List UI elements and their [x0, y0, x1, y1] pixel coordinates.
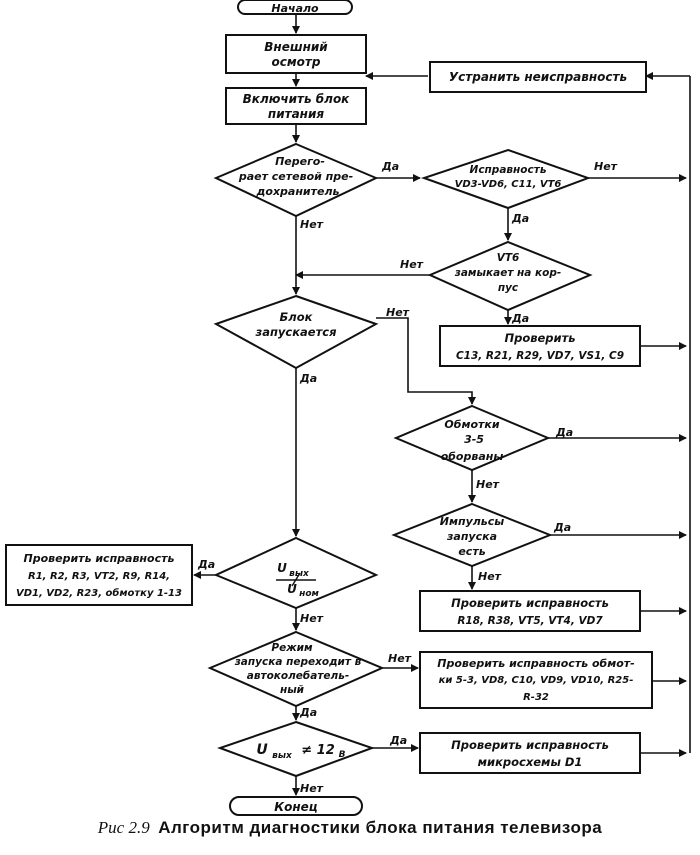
end-label: Конец: [274, 800, 317, 814]
branch-no-fuse: Нет: [300, 218, 324, 231]
vt6-short-line-1: VT6: [497, 252, 520, 264]
vt6-short-line-3: пус: [498, 282, 519, 294]
vt6-short-line-2: замыкает на кор-: [454, 267, 562, 279]
external-inspection-box: [225, 34, 367, 74]
start-mode-line-3: автоколебатель-: [247, 670, 350, 682]
power-on-box: [225, 87, 367, 125]
check-r1-line-3: VD1, VD2, R23, обмотку 1-13: [16, 587, 182, 599]
fuse-blown-line-2: рает сетевой пре-: [238, 170, 353, 183]
u-ne-12-formula: U вых ≠ 12 В: [256, 742, 345, 761]
u-ratio-slash: [291, 572, 301, 587]
u-nom-symbol: U: [287, 582, 297, 596]
external-inspection-line-2: осмотр: [272, 55, 321, 69]
check-r18-line-2: R18, R38, VT5, VT4, VD7: [457, 615, 603, 627]
u-out-symbol: U: [277, 561, 287, 575]
start-mode-diamond: [207, 630, 385, 708]
branch-yes-windings: Да: [555, 426, 573, 439]
u-ne-12-unit: В: [339, 750, 346, 760]
check-c13-box: [439, 325, 641, 367]
check-winding-box: [419, 651, 653, 709]
check-c13-line-2: C13, R21, R29, VD7, VS1, C9: [456, 350, 624, 362]
branch-yes-fuse: Да: [381, 160, 399, 173]
windings-broken-diamond: [393, 404, 551, 472]
fix-fault-label: Устранить неисправность: [449, 70, 627, 84]
check-c13-line-1: Проверить: [504, 331, 575, 345]
check-chip-box: [419, 732, 641, 774]
shapes: [5, 0, 653, 816]
branch-no-u-ne-12: Нет: [300, 782, 324, 795]
check-chip-line-2: микросхемы D1: [478, 755, 583, 769]
check-winding-line-3: R-32: [523, 692, 549, 703]
start-mode-line-4: ный: [280, 684, 305, 696]
u-ne-12-value: ≠ 12: [301, 743, 335, 758]
check-r1-line-1: Проверить исправность: [24, 552, 175, 565]
check-vd-line-1: Исправность: [470, 164, 547, 176]
check-vd-diamond: [420, 148, 591, 210]
branch-yes-u-ratio: Да: [197, 558, 215, 571]
branch-yes-u-ne-12: Да: [389, 734, 407, 747]
branch-no-check-vd: Нет: [594, 160, 618, 173]
power-on-line-1: Включить блок: [243, 92, 351, 106]
check-winding-line-1: Проверить исправность обмот-: [437, 657, 634, 670]
check-r18-box: [419, 590, 641, 632]
fix-fault-box: [429, 61, 647, 93]
figure-caption: Рис 2.9 Алгоритм диагностики блока питан…: [0, 818, 700, 838]
vt6-short-diamond: [427, 240, 593, 312]
start-mode-line-1: Режим: [271, 642, 313, 654]
check-chip-line-1: Проверить исправность: [451, 738, 609, 752]
branch-no-unit-starts: Нет: [386, 306, 410, 319]
start-mode-line-2: запуска переходит в: [234, 656, 362, 668]
start-pulses-line-3: есть: [458, 545, 485, 558]
fuse-blown-line-1: Перего-: [275, 155, 325, 168]
fuse-blown-line-3: дохранитель: [256, 185, 340, 198]
u-nom-subscript: ном: [299, 589, 319, 599]
u-ratio-formula: U вых U ном: [276, 561, 320, 599]
start-pulses-line-2: запуска: [446, 530, 497, 543]
connectors: [193, 14, 691, 796]
branch-no-start-mode: Нет: [388, 652, 412, 665]
caption-figure-number: Рис 2.9: [97, 818, 150, 837]
check-r1-box: [5, 544, 193, 606]
unit-starts-line-2: запускается: [255, 325, 338, 339]
check-winding-line-2: ки 5-3, VD8, C10, VD9, VD10, R25-: [439, 675, 634, 686]
branch-no-pulses: Нет: [478, 570, 502, 583]
branch-yes-vt6: Да: [511, 312, 529, 325]
unit-starts-diamond: [213, 294, 379, 370]
branch-no-vt6: Нет: [400, 258, 424, 271]
u-out-subscript-2: вых: [272, 751, 293, 761]
branch-yes-check-vd: Да: [511, 212, 529, 225]
check-r1-line-2: R1, R2, R3, VT2, R9, R14,: [28, 571, 170, 582]
windings-broken-line-1: Обмотки: [444, 418, 499, 431]
windings-broken-line-3: оборваны: [441, 450, 504, 463]
caption-text: Алгоритм диагностики блока питания телев…: [158, 818, 603, 837]
external-inspection-line-1: Внешний: [264, 40, 328, 54]
u-ratio-diamond: [213, 536, 379, 610]
fuse-blown-diamond: [213, 142, 379, 218]
branch-yes-unit-starts: Да: [299, 372, 317, 385]
windings-broken-line-2: 3-5: [464, 433, 484, 446]
power-on-line-2: питания: [268, 107, 324, 121]
branch-yes-pulses: Да: [553, 521, 571, 534]
end-terminal: [229, 796, 363, 816]
u-out-symbol-2: U: [256, 742, 268, 758]
start-pulses-line-1: Импульсы: [440, 515, 505, 528]
branch-no-windings: Нет: [476, 478, 500, 491]
check-vd-line-2: VD3-VD6, C11, VT6: [455, 179, 562, 190]
branch-no-u-ratio: Нет: [300, 612, 324, 625]
branch-yes-start-mode: Да: [299, 706, 317, 719]
start-label: Начало: [271, 2, 319, 15]
start-terminal: [237, 0, 353, 15]
unit-starts-line-1: Блок: [280, 310, 314, 324]
start-pulses-diamond: [391, 502, 553, 568]
check-r18-line-1: Проверить исправность: [451, 596, 609, 610]
u-ne-12-diamond: [217, 720, 375, 778]
